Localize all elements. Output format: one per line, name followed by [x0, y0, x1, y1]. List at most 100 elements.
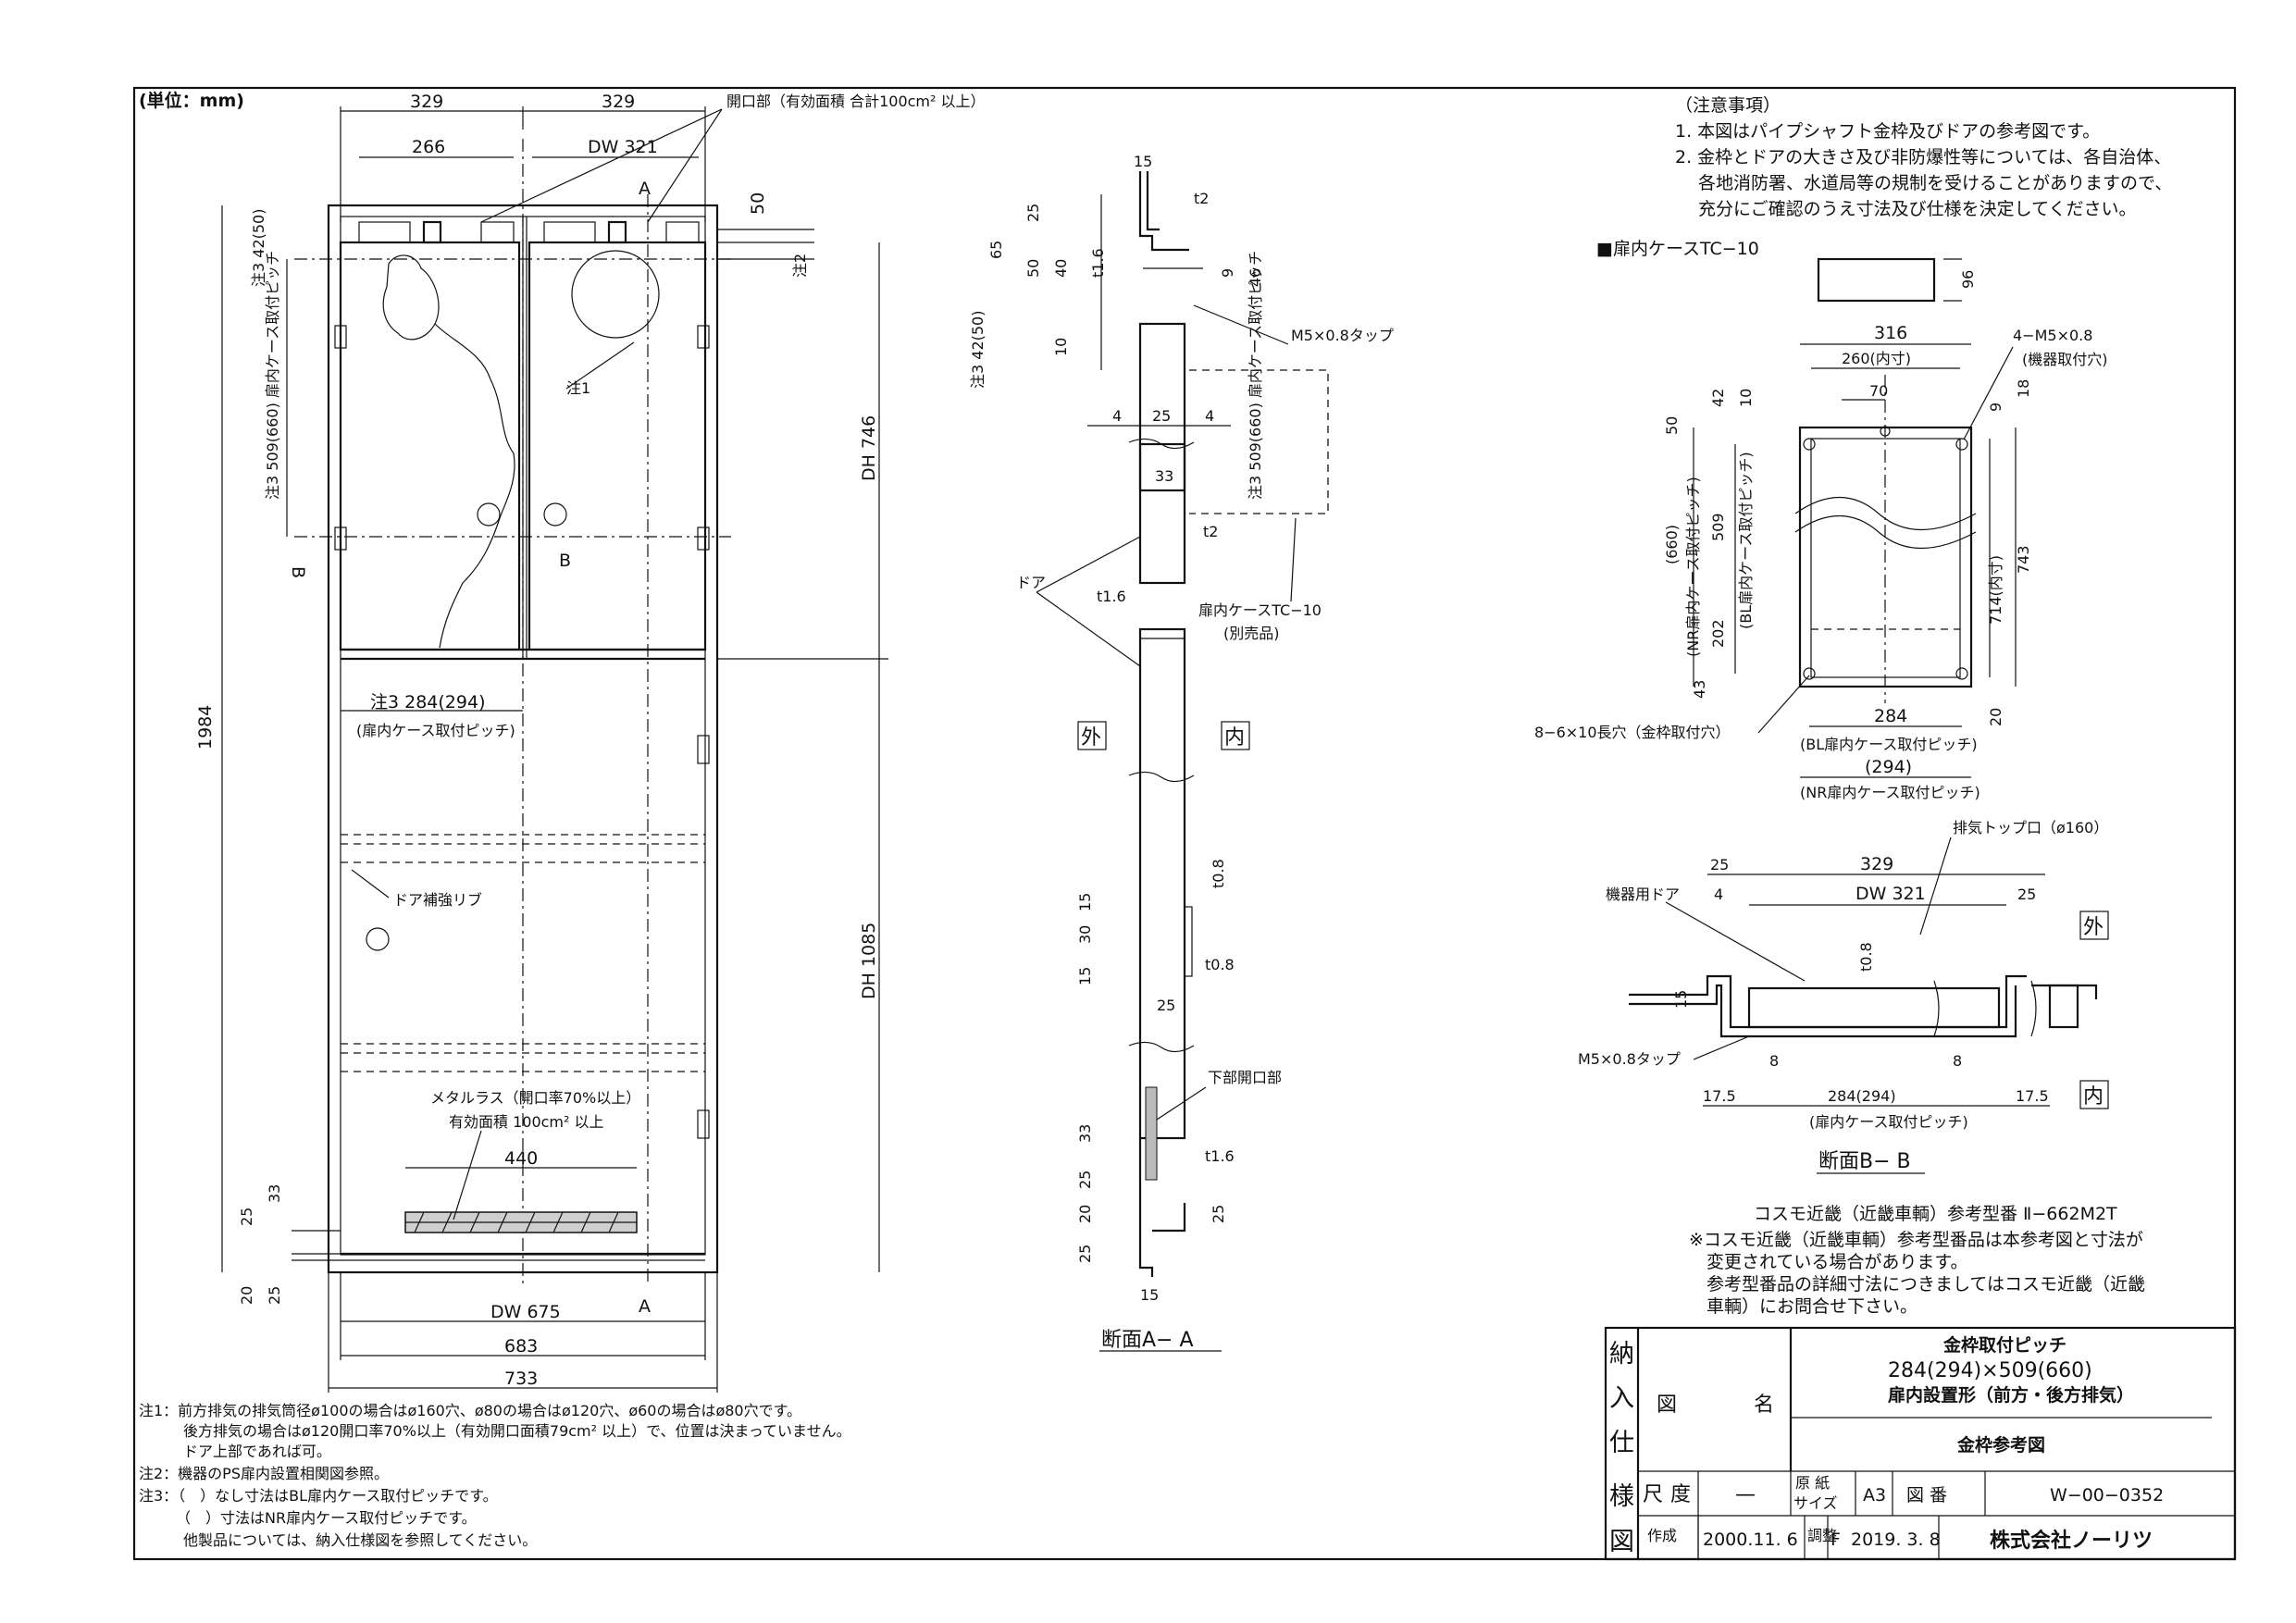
outside-label-box	[1077, 721, 1107, 750]
dimension-label: ドア	[1016, 574, 1046, 591]
dimension-label: 他製品については、納入仕様図を参照してください。	[139, 1531, 537, 1549]
dimension-label: 17.5	[2016, 1087, 2049, 1105]
dimension-label: （ ）寸法はNR扉内ケース取付ピッチです。	[139, 1509, 477, 1527]
dimension-label: t1.6	[1097, 588, 1126, 605]
dimension-label: 284(294)	[1828, 1087, 1896, 1105]
dimension-label: 33	[266, 1184, 283, 1203]
dimension-label: 名	[1754, 1394, 1774, 1417]
dimension-label: 注3 284(294)	[370, 692, 485, 712]
dimension-label: (BL扉内ケース取付ピッチ)	[1800, 736, 1978, 753]
section-b-b-title: 断面B− B	[1818, 1150, 1911, 1173]
dimension-label: 9	[1987, 403, 2004, 412]
bottom-notes: 注1：前方排気の排気筒径ø100の場合はø160穴、ø80の場合はø120穴、ø…	[139, 1402, 851, 1549]
dimension-label: 金枠参考図	[1956, 1434, 2045, 1456]
dimension-label: 18	[2015, 379, 2032, 398]
notes-top: （注意事項） 1. 本図はパイプシャフト金枠及びドアの参考図です。 2. 金枠と…	[1675, 95, 2172, 219]
dimension-label: 外	[2083, 916, 2104, 939]
dimension-label: 仕	[1609, 1429, 1634, 1457]
dimension-label: A	[639, 1296, 651, 1317]
dimension-label: 683	[504, 1336, 538, 1357]
dimension-label: ■扉内ケースTC−10	[1596, 239, 1759, 259]
dimension-label: 2. 金枠とドアの大きさ及び非防爆性等については、各自治体、	[1675, 147, 2171, 167]
dimension-label: 4−M5×0.8	[2013, 327, 2092, 344]
dimension-label: 33	[1155, 467, 1173, 485]
dimension-label: コスモ近畿（近畿車輌）参考型番 Ⅱ−662M2T	[1754, 1204, 2117, 1224]
dimension-label: 1984	[195, 705, 216, 750]
dimension-label: DH 1085	[859, 923, 879, 999]
dimension-label: 50	[1663, 416, 1681, 435]
dimension-label: 50	[748, 192, 768, 215]
dimension-label: 15	[1140, 1286, 1159, 1304]
section-a-a: 15 t2 65 25 50 40 t1.6 9 46 10 M5×0.8タップ…	[969, 153, 1394, 1352]
sheet-border	[132, 86, 2237, 1561]
upper-left-door	[339, 241, 521, 651]
dimension-label: 15	[1076, 893, 1094, 911]
dimension-label: 25	[266, 1286, 283, 1305]
dimension-label: 284(294)×509(660)	[1888, 1359, 2092, 1382]
dimension-label: 図	[1657, 1394, 1677, 1417]
dimension-label: (別売品)	[1223, 625, 1280, 642]
dimension-label: —	[1735, 1483, 1756, 1506]
dimension-label: 注3：（ ）なし寸法はBL扉内ケース取付ピッチです。	[139, 1487, 498, 1505]
dimension-label: 43	[1691, 680, 1708, 699]
dimension-label: （注意事項）	[1675, 95, 1781, 116]
dimension-label: 注3 509(660) 扉内ケース取付ピッチ	[1247, 251, 1264, 500]
dimension-label: 25	[1076, 1171, 1094, 1189]
dimension-label: 1. 本図はパイプシャフト金枠及びドアの参考図です。	[1675, 121, 2100, 142]
dimension-label: t2	[1194, 190, 1209, 207]
dimension-label: 扉内ケースTC−10	[1198, 601, 1322, 619]
dimension-label: ドア上部であれば可。	[139, 1443, 331, 1460]
outside-label-box-bb	[2079, 911, 2109, 940]
dimension-label: 260(内寸)	[1842, 350, 1911, 367]
dimension-label: 46	[1247, 268, 1264, 287]
dimension-label: 17.5	[1703, 1087, 1736, 1105]
dimension-label: t0.8	[1210, 859, 1227, 888]
dimension-label: 内	[2083, 1085, 2104, 1109]
dimension-label: 機器用ドア	[1606, 886, 1680, 903]
dimension-label: 原 紙	[1795, 1474, 1830, 1492]
dimension-label: 金枠取付ピッチ	[1942, 1334, 2066, 1356]
dimension-label: 尺	[1643, 1483, 1663, 1506]
dimension-label: メタルラス（開口率70%以上）	[430, 1089, 640, 1107]
dimension-label: 65	[987, 241, 1005, 259]
dimension-label: A3	[1863, 1485, 1886, 1505]
section-a-a-title: 断面A− A	[1101, 1329, 1194, 1352]
unit-label: (単位：mm)	[139, 90, 244, 111]
dimension-label: t1.6	[1089, 248, 1107, 278]
dimension-label: 25	[238, 1208, 255, 1226]
dimension-label: 納	[1609, 1340, 1634, 1369]
dimension-label: 25	[1024, 204, 1042, 222]
dimension-label: (扉内ケース取付ピッチ)	[1809, 1113, 1968, 1131]
dimension-label: 316	[1874, 323, 1907, 343]
dimension-label: 注3 42(50)	[969, 311, 987, 389]
dimension-label: 25	[1210, 1205, 1227, 1223]
dimension-label: 扉内設置形（前方・後方排気）	[1888, 1384, 2134, 1406]
dimension-label: 8−6×10長穴（金枠取付穴）	[1534, 724, 1731, 741]
dimension-label: 20	[1987, 708, 2004, 726]
dimension-label: 40	[1052, 259, 1070, 278]
dimension-label: A	[639, 179, 651, 199]
dimension-label: 329	[410, 92, 443, 112]
dimension-label: 25	[1157, 997, 1175, 1014]
dimension-label: 下部開口部	[1208, 1069, 1282, 1086]
dimension-label: 外	[1081, 726, 1101, 750]
dimension-label: 9	[1219, 268, 1236, 278]
dimension-label: 33	[1076, 1124, 1094, 1143]
exhaust-hole	[571, 250, 660, 339]
dimension-label: 度	[1670, 1483, 1691, 1506]
dimension-label: 15	[1672, 990, 1690, 1009]
inside-label-box	[1221, 721, 1250, 750]
inside-label-box-bb	[2079, 1080, 2109, 1109]
dimension-label: 714(内寸)	[1987, 555, 2004, 625]
dimension-label: 注1	[566, 379, 590, 397]
dimension-label: F	[1831, 1530, 1841, 1550]
dimension-label: 96	[1959, 270, 1977, 289]
dimension-label: 様	[1609, 1482, 1634, 1511]
dimension-label: 有効面積 100cm² 以上	[449, 1113, 604, 1131]
dimension-label: B	[288, 566, 308, 578]
dimension-label: 2019. 3. 8	[1851, 1530, 1941, 1550]
dimension-label: 充分にご確認のうえ寸法及び仕様を決定してください。	[1675, 199, 2137, 219]
dimension-label: 8	[1953, 1052, 1962, 1070]
section-b-b: 排気トップ口（ø160） 25 329 機器用ドア 4 DW 321 25 外 …	[1578, 819, 2109, 1174]
dimension-label: t1.6	[1205, 1147, 1235, 1165]
